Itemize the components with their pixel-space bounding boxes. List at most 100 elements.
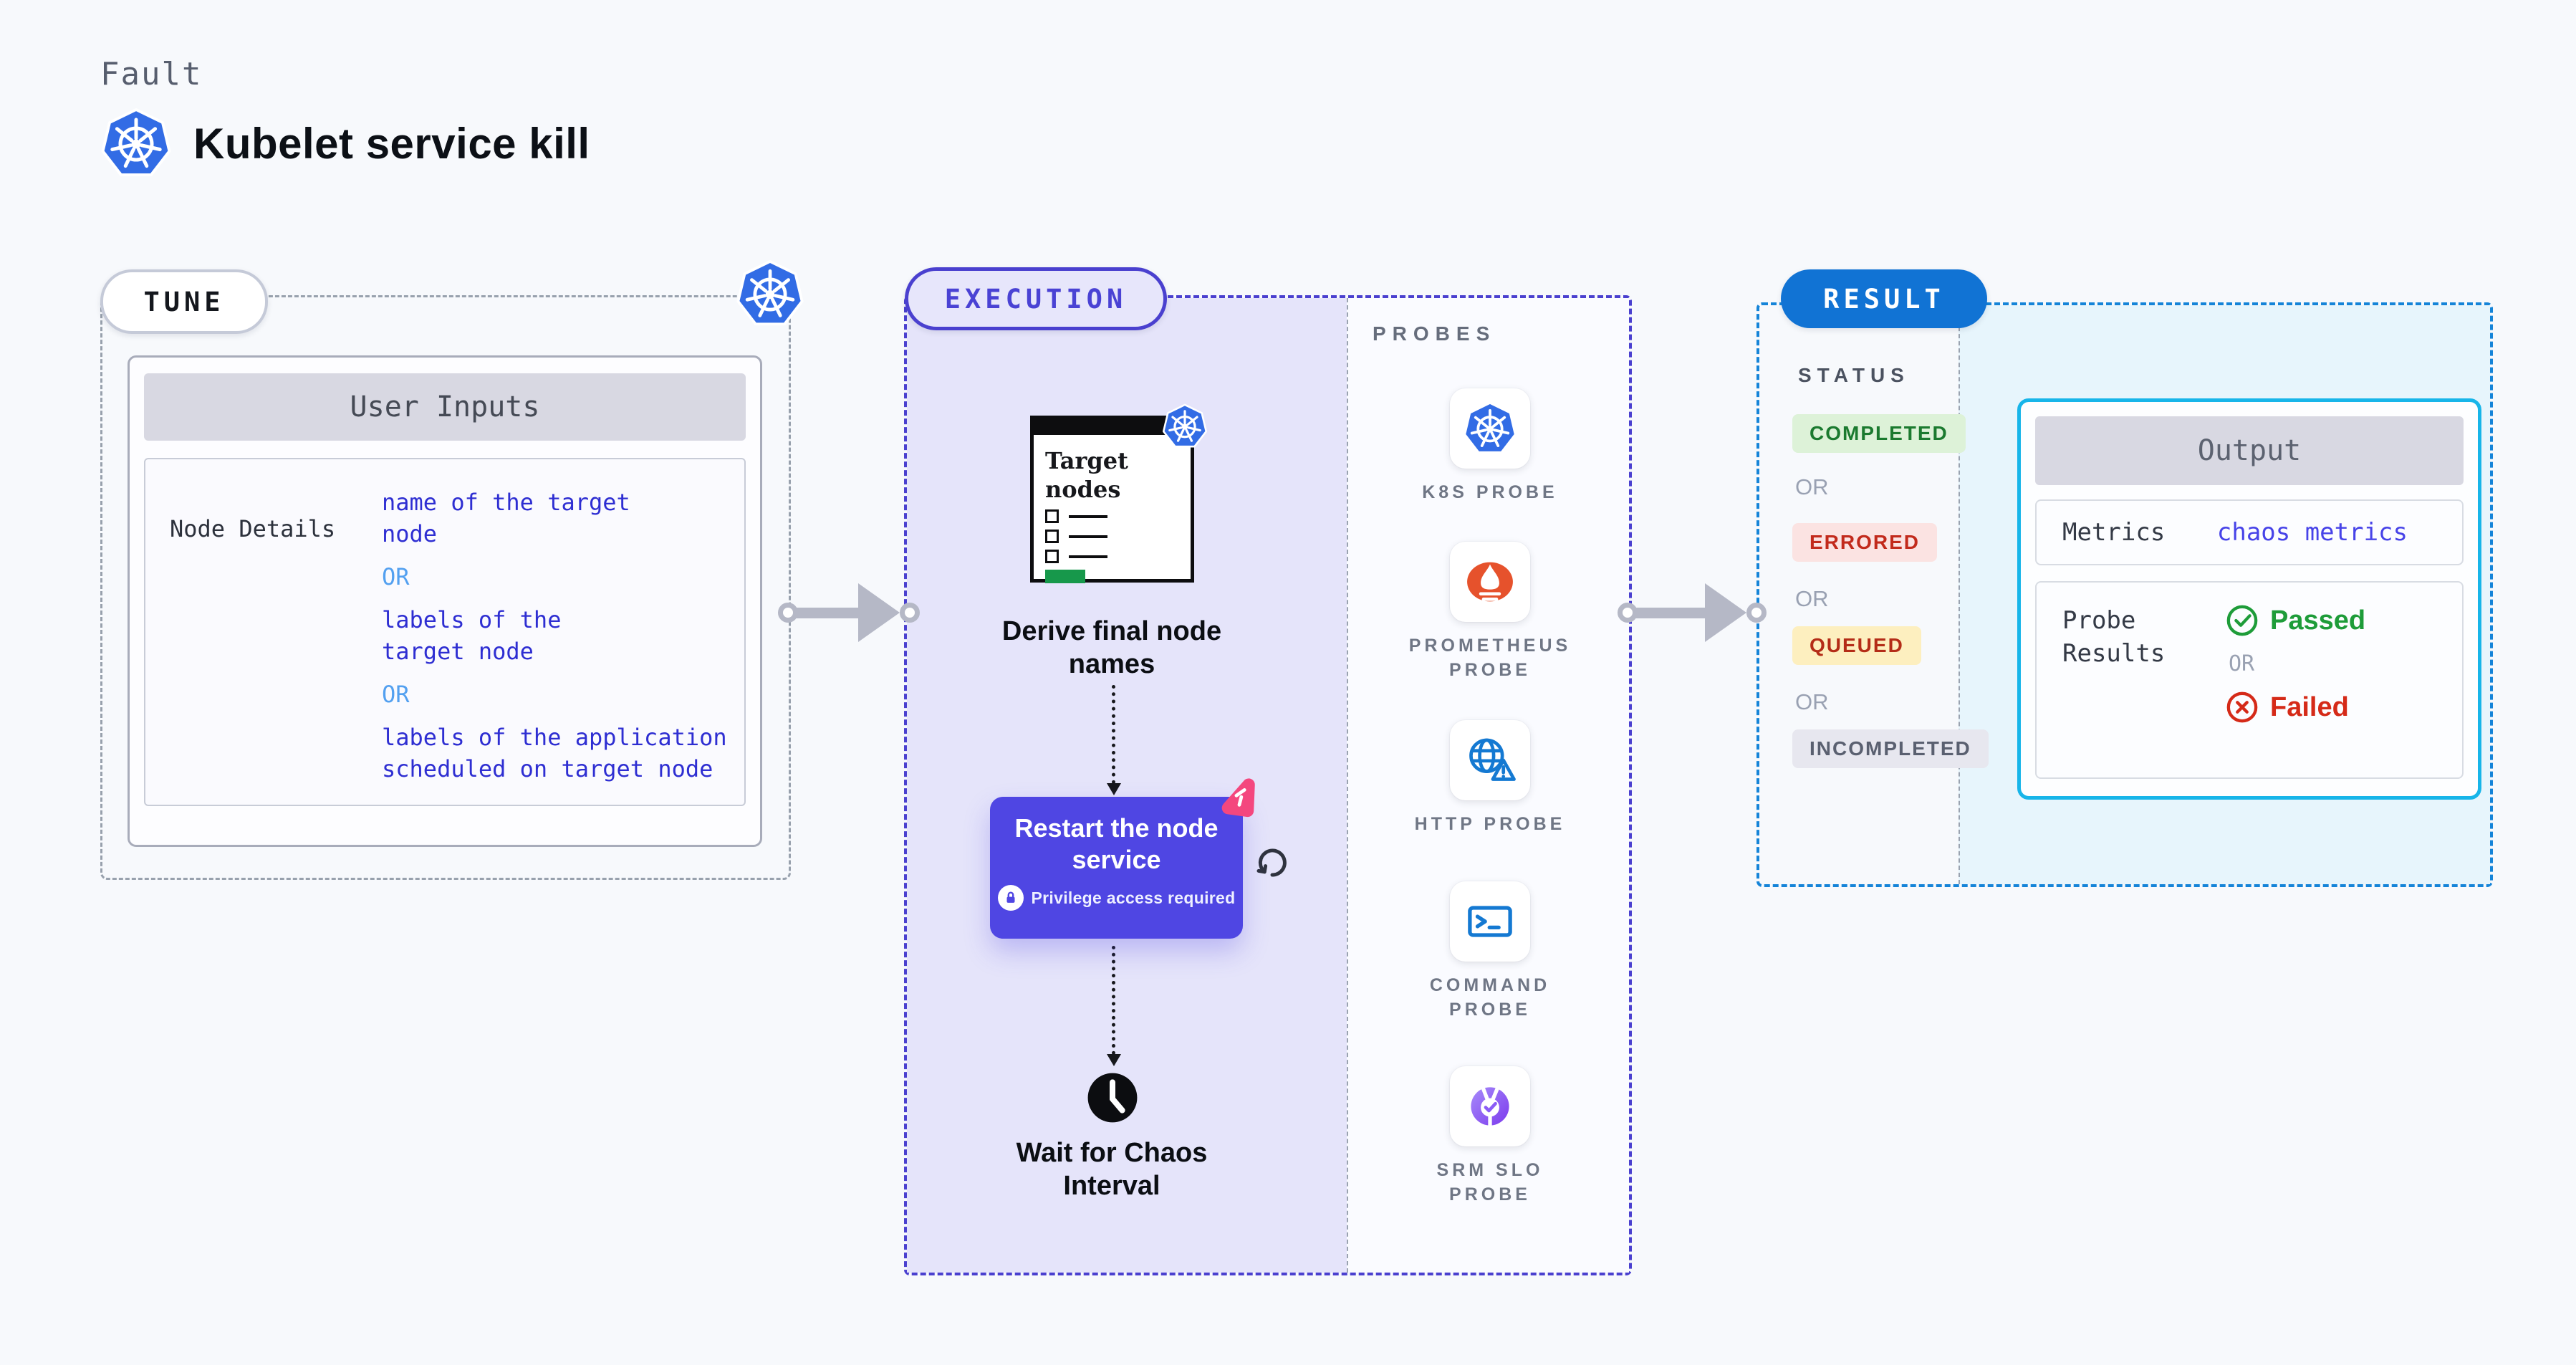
restart-action-card: Restart the node service Privilege acces… [990,797,1243,939]
checkbox-icon [1045,530,1059,543]
terminal-icon [1468,906,1512,937]
doc-line [1069,555,1107,558]
dotted-connector [1107,946,1121,1066]
probe-card [1450,388,1530,469]
or-separator: OR [1795,586,1829,611]
connector-dot [900,603,920,623]
failed-row: Failed [2226,691,2436,724]
doc-checklist [1045,509,1107,583]
execution-pill: EXECUTION [905,267,1167,330]
wait-step-label: Wait for Chaos Interval [1016,1138,1208,1201]
x-circle-icon [2226,691,2258,723]
tune-section [100,295,791,880]
arrow-head [1705,583,1746,642]
output-panel: Output Metrics chaos metrics Probe Resul… [2017,398,2481,800]
probes-title: PROBES [1373,322,1496,345]
status-badge: ERRORED [1792,523,1938,562]
or-separator: OR [382,563,410,590]
page-title: Kubelet service kill [193,119,590,168]
arrow-shaft [796,607,860,618]
or-separator: OR [1795,474,1829,499]
tune-pill: TUNE [100,269,268,334]
check-circle-icon [2226,605,2258,636]
arrow-head [858,583,900,642]
privilege-badge: Privilege access required [990,885,1243,911]
derive-step-label: Derive final node names [1001,616,1222,679]
doc-line [1069,514,1107,518]
input-option: labels of the application scheduled on t… [382,724,727,782]
kubernetes-icon [1162,403,1208,449]
doc-line [1069,535,1107,538]
fault-kicker: Fault [100,56,203,92]
doc-topbar [1034,419,1191,435]
title-row: Kubelet service kill [100,107,590,179]
metrics-value: chaos metrics [2216,518,2408,547]
target-nodes-doc: Target nodes [1030,416,1194,583]
probe-label: HTTP PROBE [1414,814,1566,834]
kubernetes-icon [1463,401,1517,456]
or-separator: OR [1795,689,1829,714]
status-title: STATUS [1798,364,1910,386]
or-separator: OR [382,681,410,708]
connector-dot [1618,603,1638,623]
flow-arrow [1618,583,1767,643]
probe-item: PROMETHEUS PROBE [1390,542,1590,682]
doc-title: Target nodes [1045,447,1128,503]
input-option: labels of the target node [382,606,562,665]
probe-label: PROMETHEUS PROBE [1408,636,1572,680]
probe-card [1450,1066,1530,1146]
dotted-connector [1107,685,1121,795]
metrics-label: Metrics [2062,518,2166,547]
checklist-row [1045,530,1107,543]
node-details-label: Node Details [170,515,336,542]
arrow-shaft [1635,607,1707,618]
probe-label: K8S PROBE [1422,482,1558,502]
passed-label: Passed [2270,605,2366,636]
connector-dot [778,603,798,623]
checkbox-icon [1045,509,1059,523]
probe-item: K8S PROBE [1390,388,1590,504]
probe-card [1450,542,1530,622]
lock-icon [997,885,1024,911]
action-title: Restart the node service [1014,813,1219,874]
chaos-pink-icon [1221,778,1255,818]
probe-card [1450,881,1530,962]
srm-slo-icon [1471,1087,1509,1127]
node-details-row: Node Details name of the target node OR … [144,458,746,806]
probe-item: SRM SLO PROBE [1390,1066,1590,1207]
connector-dot [1746,603,1767,623]
probe-results-row: Probe Results Passed OR Faile [2035,581,2464,779]
refresh-icon [1256,848,1287,877]
node-input-options: name of the target node OR labels of the… [382,459,744,805]
http-globe-icon [1469,738,1516,781]
status-badge: INCOMPLETED [1792,729,1989,768]
kubernetes-icon [100,107,172,179]
clock-icon [1087,1073,1138,1123]
privilege-text: Privilege access required [1031,888,1236,907]
checklist-row [1045,509,1107,523]
checkbox-icon [1045,550,1059,563]
failed-label: Failed [2270,691,2349,722]
user-inputs-panel: User Inputs Node Details name of the tar… [128,355,762,847]
passed-row: Passed [2226,604,2436,637]
status-badge: COMPLETED [1792,414,1966,453]
flow-arrow [778,583,920,643]
progress-bar [1045,570,1085,583]
result-pill: RESULT [1781,269,1987,328]
metrics-row: Metrics chaos metrics [2035,499,2464,565]
output-header: Output [2035,416,2464,485]
input-option: name of the target node [382,489,630,547]
probe-item: HTTP PROBE [1390,720,1590,836]
probe-item: COMMAND PROBE [1390,881,1590,1022]
status-badge: QUEUED [1792,626,1921,665]
user-inputs-header: User Inputs [144,373,746,441]
probe-label: COMMAND PROBE [1429,975,1551,1020]
checklist-row [1045,550,1107,563]
probe-results-values: Passed OR Failed [2220,604,2436,756]
or-separator: OR [2229,651,2255,676]
probe-label: SRM SLO PROBE [1436,1160,1544,1204]
prometheus-icon [1467,562,1513,602]
probe-results-label: Probe Results [2062,606,2166,668]
probe-card [1450,720,1530,800]
